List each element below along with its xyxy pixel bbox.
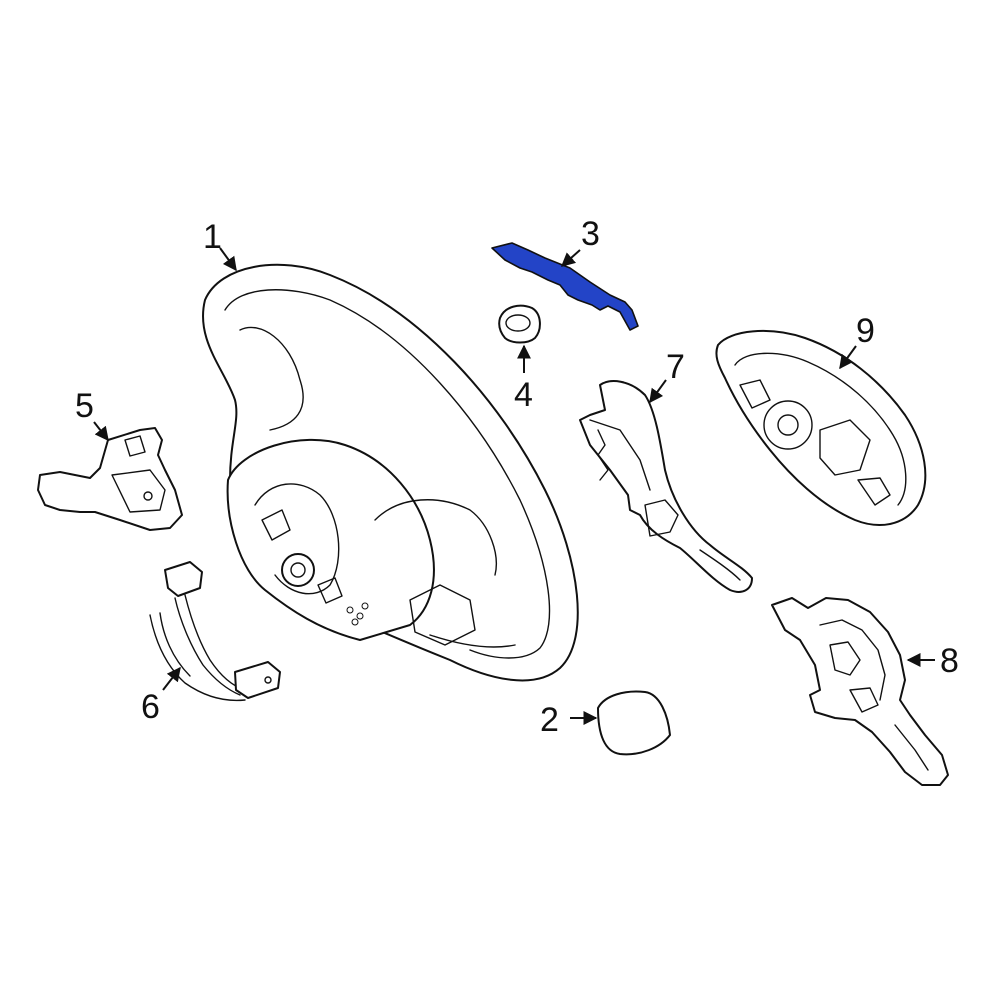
callout-8: 8 — [940, 642, 959, 680]
part-5-switch[interactable] — [37, 427, 183, 531]
callout-leaders — [93, 247, 935, 725]
callout-2: 2 — [540, 701, 559, 739]
part-9-airbag[interactable] — [715, 329, 927, 526]
callout-numbers: 1 2 3 4 5 6 7 8 9 — [75, 215, 959, 739]
part-4-nut[interactable] — [498, 304, 541, 344]
callout-1: 1 — [203, 218, 222, 256]
part-6-harness[interactable] — [149, 561, 281, 702]
part-7-paddle[interactable] — [579, 380, 753, 593]
part-2-cover[interactable] — [597, 690, 671, 756]
callout-4: 4 — [514, 376, 533, 414]
callout-7: 7 — [666, 348, 685, 386]
callout-6: 6 — [141, 688, 160, 726]
callout-3: 3 — [581, 215, 600, 253]
callout-5: 5 — [75, 387, 94, 425]
part-1-steering-wheel[interactable] — [202, 263, 579, 682]
callout-9: 9 — [856, 312, 875, 350]
part-8-switch-panel[interactable] — [771, 597, 949, 786]
